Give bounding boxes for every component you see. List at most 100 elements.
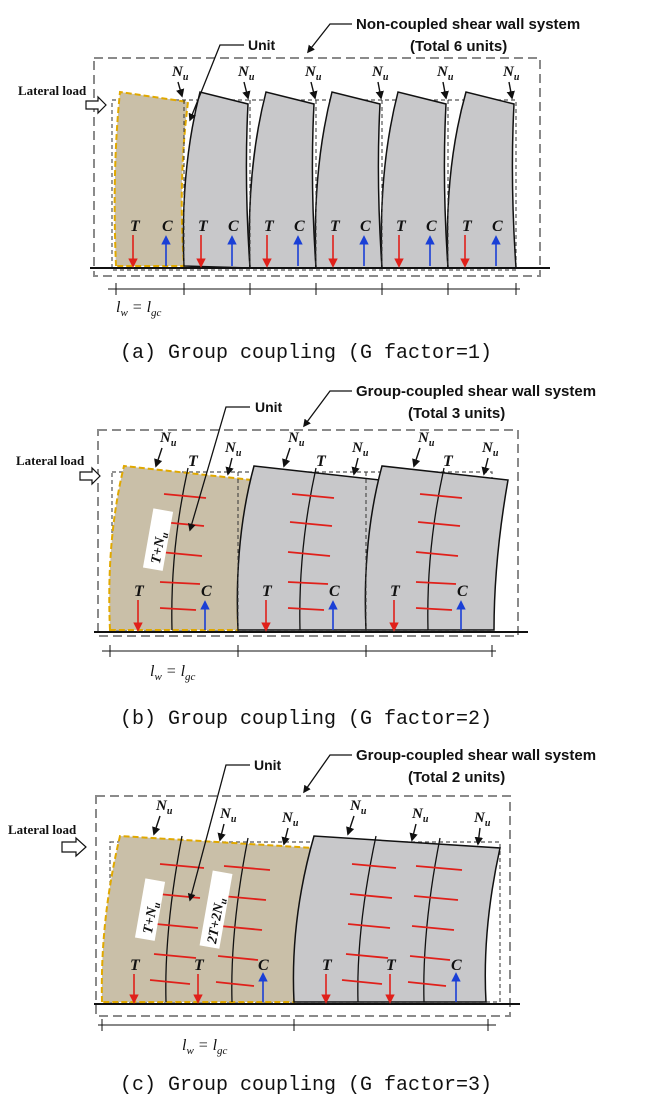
system-pointer-a (307, 23, 352, 54)
svg-text:2T+2Nu: 2T+2Nu (205, 896, 230, 946)
lateral-load-label: Lateral load (18, 83, 87, 98)
lateral-load-arrow (85, 95, 107, 115)
walls-a (113, 90, 517, 269)
coupling-beams-c (149, 863, 463, 987)
dimension-label-a: lw = lgc (116, 299, 162, 319)
axial-loads-a: Nu Nu Nu Nu Nu Nu (171, 64, 520, 100)
coupling-beams-b (159, 493, 463, 611)
unit-label: Unit (255, 399, 283, 415)
system-units-c: (Total 2 units) (408, 769, 505, 786)
svg-text:Nu: Nu (351, 440, 369, 459)
lateral-load-label: Lateral load (8, 822, 77, 837)
c-label: C (492, 218, 503, 235)
svg-text:Nu: Nu (224, 440, 242, 459)
system-boundary-a (93, 57, 541, 277)
svg-text:Nu: Nu (349, 798, 367, 817)
unit-pointer (188, 44, 244, 122)
t-label: T (330, 218, 341, 235)
wall-a6 (446, 91, 517, 269)
t-label: T (316, 453, 327, 470)
svg-text:Nu: Nu (171, 64, 189, 83)
rot-label-c2: 2T+2Nu (199, 870, 233, 949)
svg-text:T+Nu: T+Nu (149, 530, 171, 565)
c-label: C (329, 583, 340, 600)
forces-a (128, 235, 501, 268)
t-label: T (130, 218, 141, 235)
t-label: T (130, 957, 141, 974)
lateral-load-arrow (61, 836, 87, 858)
c-label: C (228, 218, 239, 235)
caption-b: (b) Group coupling (G factor=2) (120, 708, 492, 731)
svg-text:Nu: Nu (219, 806, 237, 825)
unit-pointer (187, 764, 250, 902)
c-label: C (360, 218, 371, 235)
panel-a: T C T C T C T C T C T C Nu Nu Nu Nu Nu (18, 16, 580, 365)
panel-c: T+Nu 2T+2Nu T T C T T C Nu Nu Nu Nu (8, 747, 596, 1097)
system-title-b: Group-coupled shear wall system (356, 383, 596, 400)
t-label: T (443, 453, 454, 470)
svg-text:Nu: Nu (304, 64, 322, 83)
dimension-label-b: lw = lgc (150, 663, 196, 683)
svg-text:T+Nu: T+Nu (141, 900, 163, 935)
lateral-load-label: Lateral load (16, 453, 85, 468)
svg-text:Nu: Nu (502, 64, 520, 83)
t-label: T (322, 957, 333, 974)
unit-label: Unit (254, 757, 282, 773)
t-label: T (134, 583, 145, 600)
caption-c: (c) Group coupling (G factor=3) (120, 1074, 492, 1097)
t-label: T (390, 583, 401, 600)
t-label: T (264, 218, 275, 235)
forces-c (129, 972, 461, 1004)
svg-text:Nu: Nu (281, 810, 299, 829)
wall-a2 (182, 91, 251, 269)
c-label: C (258, 957, 269, 974)
t-label: T (188, 453, 199, 470)
lateral-load-arrow (79, 466, 101, 486)
system-title-c: Group-coupled shear wall system (356, 747, 596, 764)
svg-text:Nu: Nu (287, 430, 305, 449)
svg-text:Nu: Nu (411, 806, 429, 825)
c-label: C (162, 218, 173, 235)
rot-label-b: T+Nu (142, 508, 174, 571)
svg-text:Nu: Nu (481, 440, 499, 459)
system-pointer-c (303, 754, 352, 794)
svg-text:Nu: Nu (473, 810, 491, 829)
t-label: T (386, 957, 397, 974)
unit-label: Unit (248, 37, 276, 53)
svg-text:Nu: Nu (436, 64, 454, 83)
c-label: C (451, 957, 462, 974)
t-label: T (462, 218, 473, 235)
t-label: T (198, 218, 209, 235)
forces-b (133, 600, 466, 632)
c-label: C (294, 218, 305, 235)
wall-c2 (292, 835, 501, 1003)
caption-a: (a) Group coupling (G factor=1) (120, 342, 492, 365)
system-units-b: (Total 3 units) (408, 405, 505, 422)
system-boundary-b (97, 429, 519, 637)
c-label: C (426, 218, 437, 235)
axial-loads-c: Nu Nu Nu Nu Nu Nu (152, 798, 491, 846)
wall-b3 (364, 465, 509, 631)
svg-text:Nu: Nu (417, 430, 435, 449)
system-title-a: Non-coupled shear wall system (356, 16, 580, 33)
svg-text:Nu: Nu (237, 64, 255, 83)
wall-a3 (248, 91, 317, 269)
panel-b: T+Nu T C T C T C T T T Nu Nu Nu Nu (16, 383, 596, 731)
axial-loads-b: Nu Nu Nu Nu Nu Nu (154, 430, 499, 476)
unit-wall-b (108, 464, 254, 631)
wall-a4 (314, 91, 383, 269)
t-label: T (262, 583, 273, 600)
wall-a5 (380, 91, 449, 269)
force-labels-a: T C T C T C T C T C T C (130, 218, 503, 235)
rot-label-c1: T+Nu (134, 878, 166, 941)
system-pointer-b (303, 390, 352, 428)
c-label: C (201, 583, 212, 600)
dimension-label-c: lw = lgc (182, 1037, 228, 1057)
svg-text:Nu: Nu (159, 430, 177, 449)
wall-b2 (236, 465, 381, 631)
svg-text:Nu: Nu (371, 64, 389, 83)
svg-text:Nu: Nu (155, 798, 173, 817)
unit-wall-a (113, 90, 190, 267)
t-label: T (396, 218, 407, 235)
